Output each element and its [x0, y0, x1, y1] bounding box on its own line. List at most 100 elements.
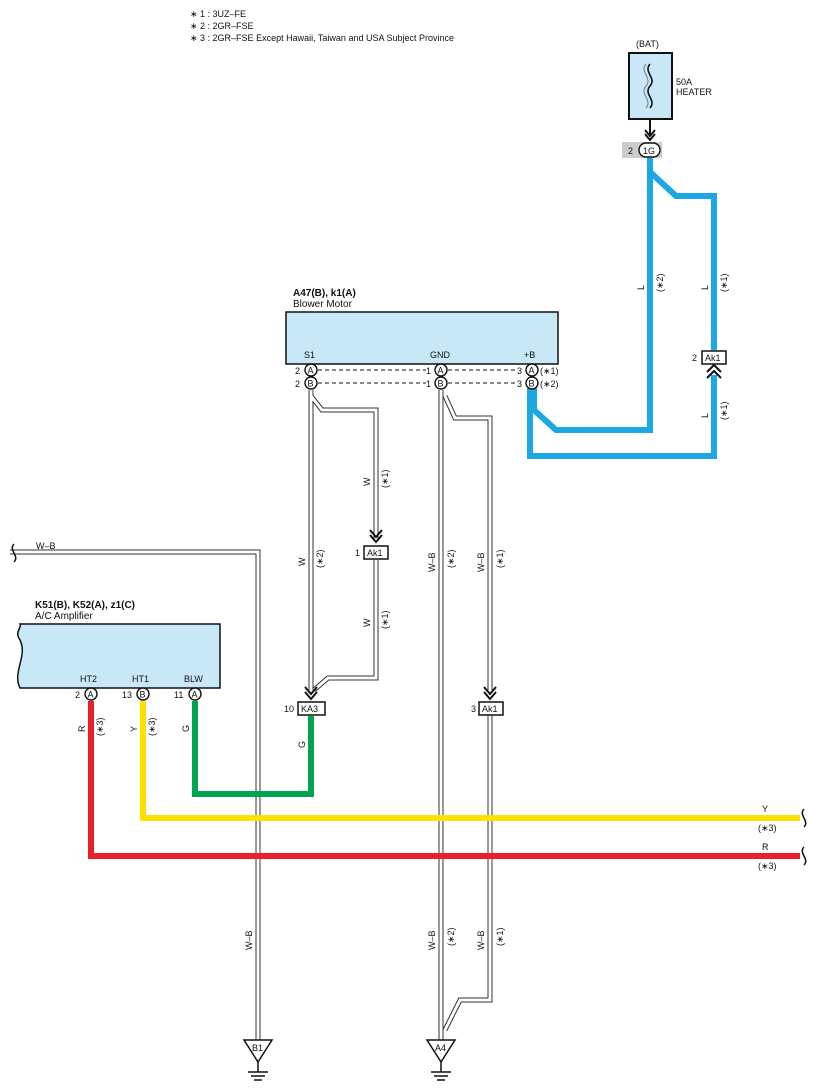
label-n1-l: (∗1): [719, 273, 729, 292]
wire-l-2: [531, 158, 653, 433]
pin-ht1: 13: [122, 690, 132, 700]
label-g2: G: [297, 741, 307, 748]
ka3-label: KA3: [301, 704, 318, 714]
chevron-up-icon: [706, 363, 722, 379]
label-n1-lb: (∗1): [719, 401, 729, 420]
label-n1-wa: (∗1): [380, 469, 390, 488]
label-y-right: Y: [762, 804, 768, 814]
pin-b-a-note: (∗1): [540, 366, 559, 376]
connector-ak1-top: 2 Ak1: [692, 350, 727, 379]
label-n2-w: (∗2): [315, 549, 325, 568]
label-n2-wbb: (∗2): [446, 927, 456, 946]
blue-wires: [527, 158, 717, 459]
pin-blw: 11: [174, 690, 183, 700]
terminal-gnd: GND: [430, 350, 451, 360]
ak1-mid-pin: 1: [355, 548, 360, 558]
amp-name: A/C Amplifier: [35, 611, 93, 622]
notes: ∗ 1 : 3UZ–FE ∗ 2 : 2GR–FSE ∗ 3 : 2GR–FSE…: [190, 9, 454, 43]
chevron-down-icon: [644, 129, 656, 142]
connector-ka3: 10 KA3: [284, 686, 326, 716]
pin-ht2: 2: [75, 690, 80, 700]
pin-s1-b: 2: [295, 379, 300, 389]
amp-box: [17, 623, 221, 689]
terminal-blw: BLW: [184, 674, 203, 684]
label-wb-1b: W–B: [476, 930, 486, 950]
break-mark-r: [801, 846, 807, 866]
wire-l-1-lower: [527, 375, 717, 459]
connector-ak1-bot: 3 Ak1: [471, 686, 504, 716]
wire-red: [88, 701, 800, 859]
ak1-mid-label: Ak1: [367, 548, 383, 558]
chevron-down-icon: [483, 686, 497, 701]
label-wb-2b: W–B: [427, 930, 437, 950]
ground-b1-label: B1: [252, 1043, 263, 1053]
ac-amplifier: K51(B), K52(A), z1(C) A/C Amplifier HT2 …: [17, 600, 221, 701]
pin-b-a: 3: [517, 366, 522, 376]
terminal-plus-b: +B: [524, 350, 535, 360]
pin-gnd-b-tag: B: [438, 379, 444, 389]
pin-s1-b-tag: B: [308, 379, 314, 389]
pin-gnd-a-tag: A: [438, 366, 444, 376]
label-r: R: [77, 725, 87, 732]
wire-l-1: [647, 169, 717, 350]
chevron-down-icon: [304, 686, 318, 701]
ground-a4-label: A4: [435, 1043, 446, 1053]
label-n3-r: (∗3): [95, 717, 105, 736]
fuse-icon: [647, 63, 653, 109]
label-n3-y: (∗3): [147, 717, 157, 736]
pin-b-a-tag: A: [529, 366, 535, 376]
fuse-block: (BAT) 50A HEATER 2 1G: [622, 39, 712, 158]
amp-id: K51(B), K52(A), z1(C): [35, 600, 135, 611]
label-w-1a: W: [362, 477, 372, 486]
pin-ht1-tag: B: [140, 690, 146, 700]
label-l-1b: L: [700, 413, 710, 418]
pin-gnd-b: 1: [426, 379, 431, 389]
fuse-source: (BAT): [636, 39, 659, 49]
pin-b-b: 3: [517, 379, 522, 389]
note-2: ∗ 2 : 2GR–FSE: [190, 21, 254, 31]
fuse-rating: 50A: [676, 77, 692, 87]
label-n3-y-right: (∗3): [758, 823, 777, 833]
blower-box: [285, 311, 559, 365]
terminal-ht2: HT2: [80, 674, 97, 684]
ground-b1: B1: [242, 1039, 274, 1081]
ak1-bot-label: Ak1: [482, 704, 498, 714]
wire-green: [192, 701, 314, 797]
fuse-name: HEATER: [676, 87, 712, 97]
pin-s1-a: 2: [295, 366, 300, 376]
terminal-ht1: HT1: [132, 674, 149, 684]
fuse-connector-label: 1G: [643, 146, 655, 156]
label-l-1: L: [700, 285, 710, 290]
pin-ht2-tag: A: [88, 690, 94, 700]
break-mark-left: [11, 543, 17, 563]
colored-wires: [88, 701, 800, 859]
blower-motor: A47(B), k1(A) Blower Motor S1 GND +B 2 A…: [285, 288, 559, 390]
pin-gnd-a: 1: [426, 366, 431, 376]
note-3: ∗ 3 : 2GR–FSE Except Hawaii, Taiwan and …: [190, 33, 454, 43]
wire-yellow: [140, 701, 800, 821]
label-g: G: [181, 725, 191, 732]
label-n1-wb: (∗1): [380, 610, 390, 629]
label-l-2: L: [636, 285, 646, 290]
label-wb-top: W–B: [36, 541, 56, 551]
fuse-connector: [638, 142, 661, 158]
label-r-right: R: [762, 842, 769, 852]
pin-s1-a-tag: A: [308, 366, 314, 376]
label-wb-2a: W–B: [427, 552, 437, 572]
label-n2-l: (∗2): [655, 273, 665, 292]
white-wires: [308, 390, 379, 692]
label-wb-1a: W–B: [476, 552, 486, 572]
label-n1-wbb: (∗1): [495, 927, 505, 946]
pin-b-b-tag: B: [529, 379, 535, 389]
pin-b-b-note: (∗2): [540, 379, 559, 389]
pin-blw-tag: A: [192, 690, 198, 700]
blower-name: Blower Motor: [293, 299, 353, 310]
label-n1-wba: (∗1): [495, 549, 505, 568]
ground-a4: A4: [425, 1039, 457, 1081]
label-n3-r-right: (∗3): [758, 861, 777, 871]
fuse-pin: 2: [628, 146, 633, 156]
note-1: ∗ 1 : 3UZ–FE: [190, 9, 246, 19]
label-y: Y: [129, 726, 139, 732]
connector-ak1-mid: 1 Ak1: [355, 529, 389, 560]
